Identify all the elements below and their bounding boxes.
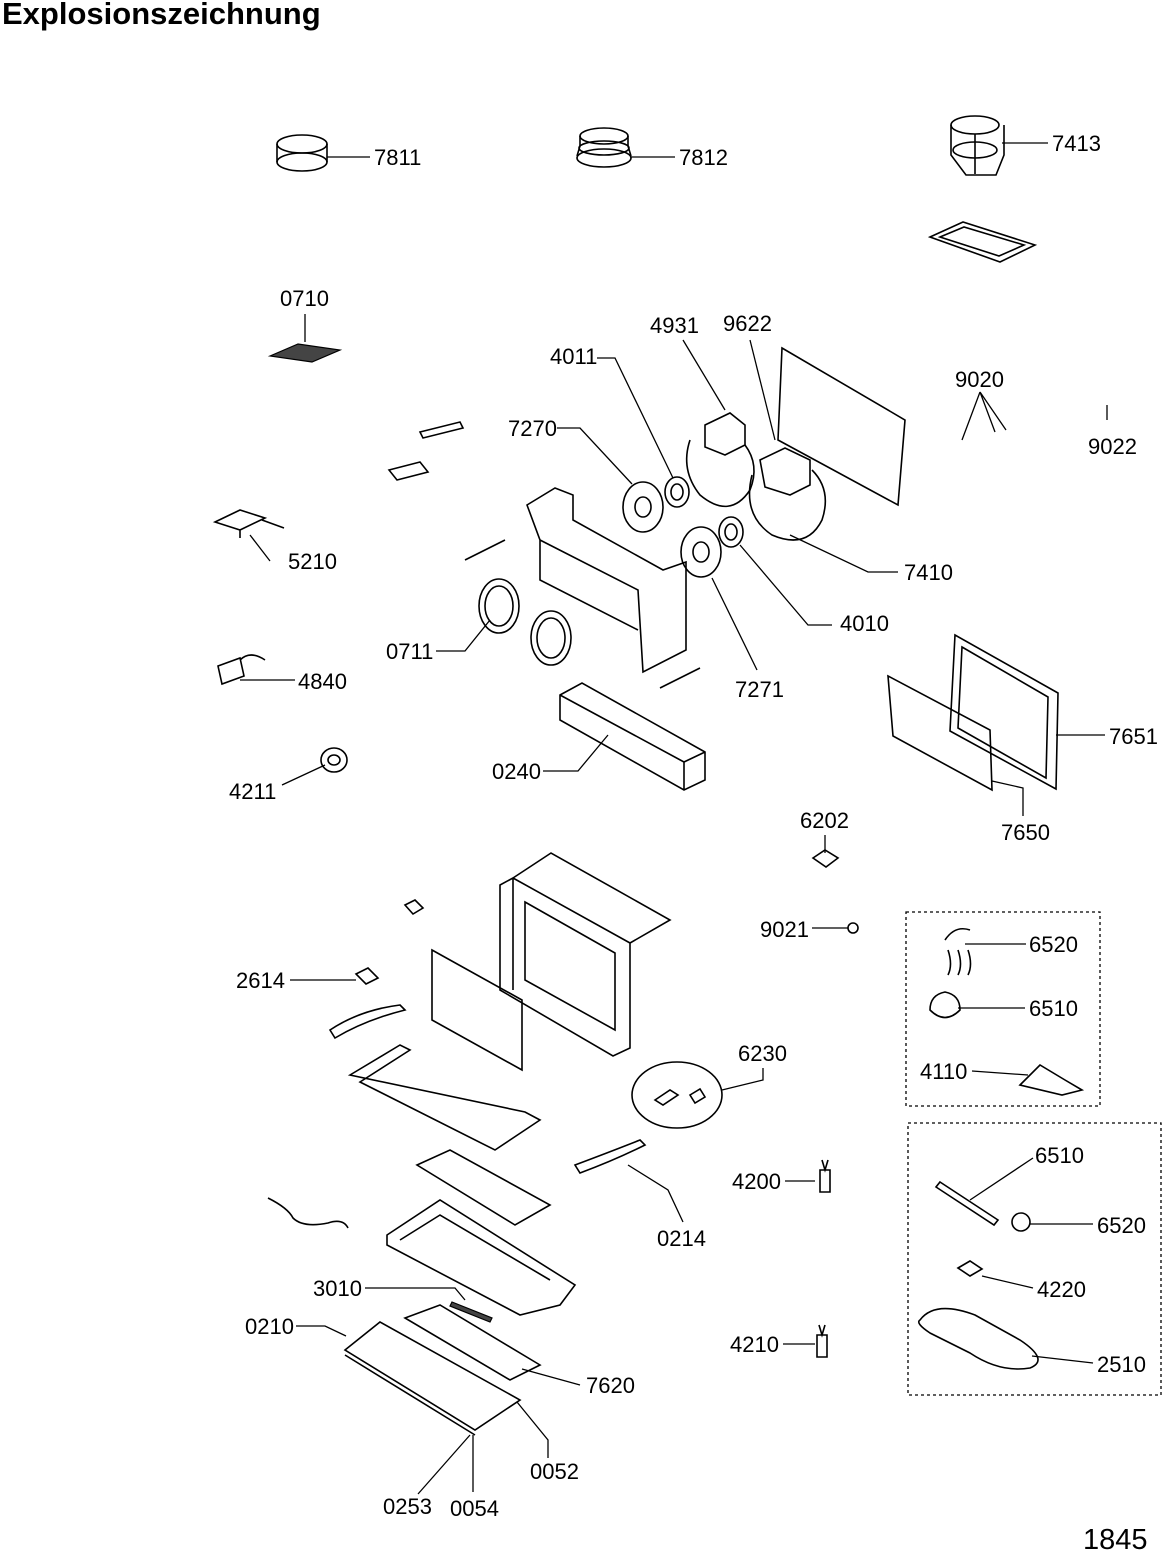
part-6510b-drawing [934, 1180, 1000, 1227]
part-label: 0210 [245, 1314, 294, 1339]
part-6202-drawing [811, 849, 840, 868]
part-7271-drawing [680, 526, 722, 578]
part-4211-drawing [320, 747, 348, 773]
part-4931-drawing [685, 412, 755, 508]
part-4011-drawing [664, 476, 690, 508]
part-label: 7812 [679, 145, 728, 170]
part-7812-drawing [576, 127, 632, 168]
part-label: 0710 [280, 286, 329, 311]
part-label: 7651 [1109, 724, 1158, 749]
part-label: 4200 [732, 1169, 781, 1194]
page-title: Explosionszeichnung [2, 0, 321, 31]
part-label: 2614 [236, 968, 285, 993]
part-label: 7811 [374, 145, 421, 170]
main-housing-drawing [499, 852, 672, 1057]
part-label: 4110 [920, 1059, 967, 1084]
part-3010-drawing [449, 1301, 493, 1323]
part-4010-drawing [718, 516, 744, 548]
part-label: 7271 [735, 677, 784, 702]
part-0711-drawing [478, 578, 572, 666]
wiring-loom-drawing [267, 1197, 349, 1229]
tray-lower-drawing [386, 1199, 577, 1316]
part-6520b-drawing [1011, 1212, 1031, 1232]
cable-trough-drawing [328, 1004, 407, 1040]
panel-drawing [431, 948, 523, 1072]
bracket-drawing [387, 421, 701, 689]
part-6510a-drawing [929, 991, 961, 1019]
part-label: 0240 [492, 759, 541, 784]
part-0240-drawing [559, 682, 706, 791]
leader-lines [240, 142, 1108, 1495]
part-label: 4840 [298, 669, 347, 694]
part-label: 5210 [288, 549, 337, 574]
part-label: 6520 [1097, 1213, 1146, 1238]
part-label: 6230 [738, 1041, 787, 1066]
part-label: 0711 [386, 639, 433, 664]
part-7413-drawing [950, 115, 1005, 176]
part-label: 0052 [530, 1459, 579, 1484]
part-label: 4010 [840, 611, 889, 636]
part-label: 0214 [657, 1226, 706, 1251]
part-7620-drawing [403, 1304, 542, 1381]
part-label: 9622 [723, 311, 772, 336]
group-box-lighting-2 [907, 1122, 1162, 1396]
part-4210-drawing [816, 1324, 828, 1358]
part-label: 7413 [1052, 131, 1101, 156]
part-label: 4011 [550, 344, 597, 369]
part-label: 4210 [730, 1332, 779, 1357]
part-0214-drawing [573, 1139, 647, 1174]
part-label: 9022 [1088, 434, 1137, 459]
part-label: 2510 [1097, 1352, 1146, 1377]
part-label: 7410 [904, 560, 953, 585]
part-0210-drawing [343, 1321, 522, 1436]
fitting-drawing [403, 899, 425, 916]
tray-upper-drawing [415, 1149, 552, 1226]
part-labels: 7811 7812 7413 0710 4931 9622 4011 9020 … [229, 131, 1158, 1521]
part-9622-drawing [777, 346, 906, 507]
part-label: 9021 [760, 917, 809, 942]
part-label: 4220 [1037, 1277, 1086, 1302]
part-6230-drawing [631, 1061, 723, 1129]
group-box-lighting-1 [905, 911, 1101, 1107]
part-4110-drawing [1018, 1063, 1085, 1096]
part-label: 0253 [383, 1494, 432, 1519]
part-label: 7650 [1001, 820, 1050, 845]
part-5210-drawing [212, 509, 285, 538]
bottom-frame-drawing [347, 1044, 542, 1151]
part-7650-drawing [887, 674, 993, 792]
part-drawings [212, 115, 1085, 1436]
part-label: 6510 [1029, 996, 1078, 1021]
part-0710-drawing [267, 343, 343, 363]
part-9021-drawing [847, 922, 859, 934]
part-2614-drawing [354, 967, 380, 985]
part-label: 0054 [450, 1496, 499, 1521]
part-7410-drawing [748, 447, 827, 541]
part-label: 7620 [586, 1373, 635, 1398]
part-7270-drawing [622, 481, 664, 533]
part-label: 4931 [650, 313, 699, 338]
page-number: 1845 [1083, 1524, 1148, 1556]
part-label: 9020 [955, 367, 1004, 392]
part-7811-drawing [276, 134, 328, 172]
part-4220-drawing [956, 1260, 984, 1277]
part-2510-drawing [917, 1307, 1039, 1370]
part-6520a-drawing [944, 927, 972, 976]
part-label: 3010 [313, 1276, 362, 1301]
part-4200-drawing [819, 1159, 831, 1193]
part-7651-drawing [949, 633, 1059, 791]
part-label: 7270 [508, 416, 557, 441]
motor-frame-drawing [526, 487, 687, 674]
part-label: 4211 [229, 779, 276, 804]
part-4840-drawing [217, 654, 266, 686]
part-label: 6510 [1035, 1143, 1084, 1168]
part-label: 6520 [1029, 932, 1078, 957]
part-label: 6202 [800, 808, 849, 833]
gasket-drawing [927, 221, 1038, 263]
